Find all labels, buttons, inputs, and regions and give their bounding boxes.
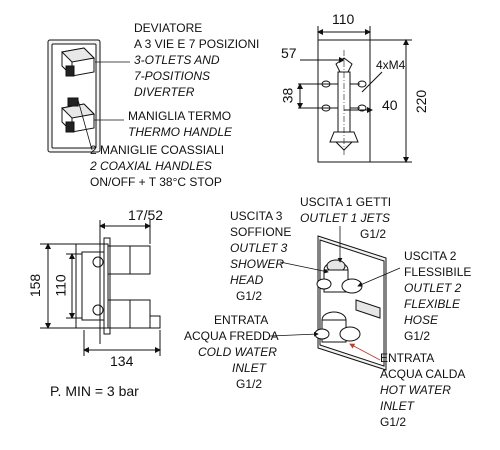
hot-line-3: HOT WATER xyxy=(380,383,451,397)
side-height-inner: 110 xyxy=(52,274,69,297)
cold-line-4: INLET xyxy=(232,361,267,375)
coaxial-line-1: 2 MANIGLIE COASSIALI xyxy=(90,143,225,157)
side-top-dim: 17/52 xyxy=(128,207,164,223)
outlet2-line-3: OUTLET 2 xyxy=(404,281,462,295)
side-view xyxy=(40,220,161,356)
outlet3-line-4: SHOWER xyxy=(230,257,284,271)
front-offset-38: 38 xyxy=(279,87,296,104)
product-thumbnail xyxy=(47,39,101,153)
outlet2-line-2: FLESSIBILE xyxy=(404,265,472,279)
outlet3-line-2: SOFFIONE xyxy=(230,225,292,239)
thermo-line-2: THERMO HANDLE xyxy=(128,125,233,139)
hot-line-1: ENTRATA xyxy=(380,351,435,365)
outlet3-line-3: OUTLET 3 xyxy=(230,241,288,255)
hot-thread: G1/2 xyxy=(380,415,407,429)
outlet3-line-1: USCITA 3 xyxy=(230,209,283,223)
diverter-line-4: 7-POSITIONS xyxy=(134,69,211,83)
diverter-line-3: 3-OTLETS AND xyxy=(134,53,220,67)
cold-line-2: ACQUA FREDDA xyxy=(184,329,279,343)
front-offset-57: 57 xyxy=(281,45,297,61)
outlet1-thread: G1/2 xyxy=(360,227,387,241)
side-height-outer: 158 xyxy=(27,273,44,298)
cold-line-1: ENTRATA xyxy=(214,313,269,327)
diverter-line-5: DIVERTER xyxy=(134,85,195,99)
outlet2-line-5: HOSE xyxy=(404,313,439,327)
front-height-dim: 220 xyxy=(413,89,430,114)
cold-thread: G1/2 xyxy=(236,377,263,391)
front-screws: 4xM4 xyxy=(376,58,406,72)
diverter-line-2: A 3 VIE E 7 POSIZIONI xyxy=(134,37,260,51)
outlet3-line-5: HEAD xyxy=(230,273,264,287)
outlet3-thread: G1/2 xyxy=(236,289,263,303)
diverter-line-1: DEVIATORE xyxy=(134,21,203,35)
hot-line-2: ACQUA CALDA xyxy=(380,367,466,381)
coaxial-line-3: ON/OFF + T 38°C STOP xyxy=(90,175,222,189)
coaxial-line-2: 2 COAXIAL HANDLES xyxy=(90,159,212,173)
front-view xyxy=(297,26,412,163)
side-depth-dim: 134 xyxy=(110,353,134,369)
outlet1-line-1: USCITA 1 GETTI xyxy=(300,195,392,209)
front-width-dim: 110 xyxy=(332,11,355,27)
outlet2-line-4: FLEXIBLE xyxy=(404,297,461,311)
cold-line-3: COLD WATER xyxy=(198,345,277,359)
outlet2-thread: G1/2 xyxy=(404,329,431,343)
outlet1-line-2: OUTLET 1 JETS xyxy=(300,211,391,225)
hot-line-4: INLET xyxy=(380,399,415,413)
outlet2-line-1: USCITA 2 xyxy=(404,249,457,263)
min-pressure: P. MIN = 3 bar xyxy=(50,383,139,399)
thermo-line-1: MANIGLIA TERMO xyxy=(128,109,232,123)
rear-isometric xyxy=(314,235,387,371)
front-offset-40: 40 xyxy=(382,97,398,113)
